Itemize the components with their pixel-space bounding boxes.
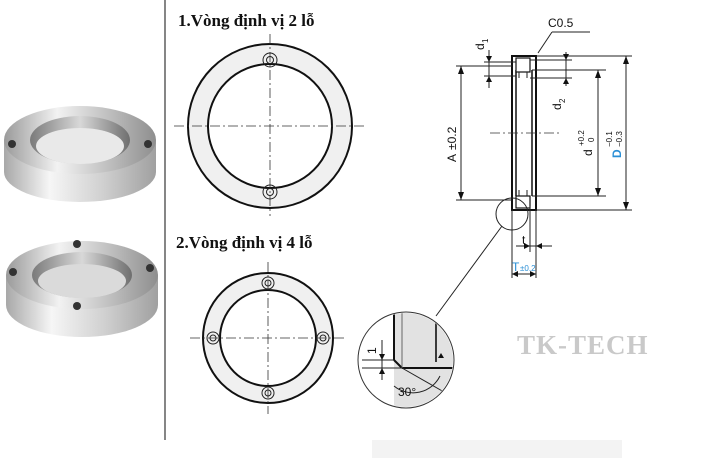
- svg-text:0: 0: [587, 137, 596, 142]
- mounting-hole-icon: [73, 302, 81, 310]
- svg-text:−0.1: −0.1: [605, 131, 614, 147]
- svg-text:d: d: [581, 149, 595, 156]
- mounting-hole-icon: [9, 268, 17, 276]
- section-view: [435, 31, 632, 317]
- svg-text:+0.2: +0.2: [577, 130, 586, 146]
- mounting-hole-icon: [8, 140, 16, 148]
- chamfer-label: C0.5: [548, 16, 574, 30]
- mounting-hole-icon: [316, 331, 330, 345]
- view-title-two-hole: 1.Vòng định vị 2 lỗ: [178, 11, 315, 30]
- ring-photo-four-hole: [6, 240, 158, 337]
- svg-text:±0.2: ±0.2: [520, 264, 536, 273]
- t-label: t: [522, 233, 526, 247]
- d2-label: d 2: [550, 98, 567, 110]
- ring-photo-two-hole: [4, 106, 156, 202]
- detail-callout-circle: [495, 197, 529, 231]
- svg-text:2: 2: [558, 98, 567, 103]
- svg-text:±0.2: ±0.2: [445, 126, 459, 150]
- svg-text:d: d: [473, 43, 487, 50]
- four-hole-ring-view: [190, 262, 346, 414]
- bottom-strip: [372, 440, 622, 458]
- T-label: T ±0.2: [512, 260, 536, 274]
- mounting-hole-icon: [73, 240, 81, 248]
- d-label: d +0.2 0: [577, 130, 596, 156]
- svg-text:1: 1: [481, 38, 490, 43]
- detail-depth-label: 1: [365, 347, 379, 354]
- mounting-hole-icon: [206, 331, 220, 345]
- mounting-hole-icon: [261, 276, 275, 290]
- D-label: D −0.1 −0.3: [605, 131, 624, 158]
- mounting-hole-icon: [261, 386, 275, 400]
- view-title-four-hole: 2.Vòng định vị 4 lỗ: [176, 233, 313, 252]
- detail-angle-label: 30°: [398, 385, 416, 399]
- d1-label: d 1: [473, 38, 490, 50]
- a-label: A ±0.2: [445, 126, 459, 162]
- mounting-hole-icon: [262, 52, 278, 68]
- mounting-hole-icon: [144, 140, 152, 148]
- watermark-logo: TK-TECH: [517, 330, 649, 360]
- mounting-hole-icon: [146, 264, 154, 272]
- svg-text:d: d: [550, 103, 564, 110]
- svg-text:−0.3: −0.3: [615, 131, 624, 147]
- svg-text:A: A: [445, 154, 459, 162]
- two-hole-ring-view: [174, 34, 366, 216]
- svg-text:T: T: [512, 260, 520, 274]
- mounting-hole-icon: [262, 184, 278, 200]
- svg-text:D: D: [610, 149, 624, 158]
